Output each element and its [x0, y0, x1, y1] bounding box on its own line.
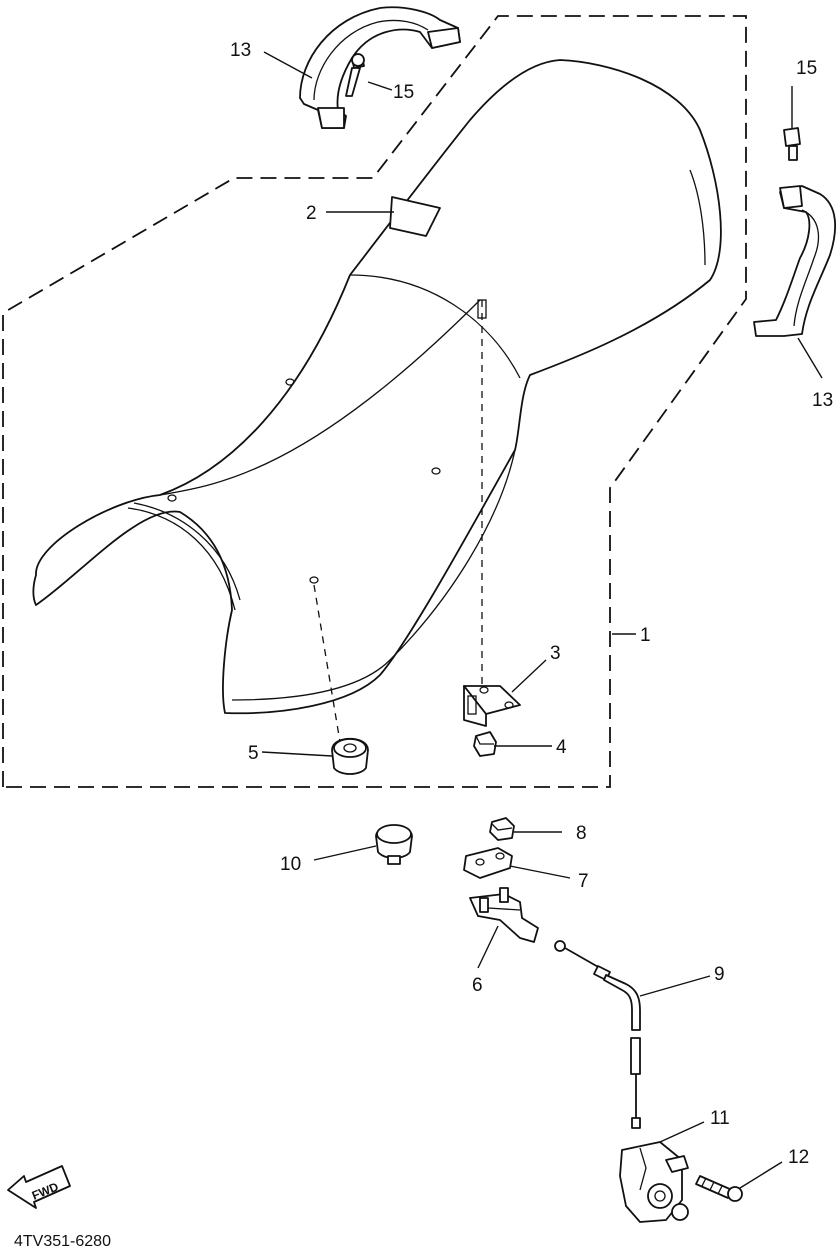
callout-7: 7 — [578, 871, 589, 892]
lock-hook-6 — [469, 887, 539, 943]
callout-12: 12 — [788, 1147, 809, 1168]
grab-handle-14 — [299, 6, 461, 129]
seat-bracket — [463, 685, 521, 727]
damper-10 — [375, 824, 413, 865]
bolt-12 — [695, 1175, 743, 1202]
nut-4 — [473, 731, 497, 757]
diagram-code: 4TV351-6280 — [14, 1233, 111, 1250]
callout-10: 10 — [280, 854, 301, 875]
mount-bolt-top — [477, 299, 487, 319]
callout-11: 11 — [710, 1108, 730, 1129]
callout-1: 1 — [640, 625, 651, 646]
forward-arrow-icon: FWD — [7, 1165, 71, 1209]
plate-7 — [463, 847, 513, 879]
grab-handle-13 — [753, 185, 836, 337]
bolt-15-right — [783, 127, 801, 161]
callout-labels: 13 15 15 2 13 1 3 4 5 8 10 7 6 9 11 12 — [230, 40, 833, 1168]
callout-15-right: 15 — [796, 58, 817, 79]
callout-3: 3 — [550, 643, 561, 664]
bolt-15-left — [345, 53, 365, 97]
callout-4: 4 — [556, 737, 567, 758]
mount-line-damper — [313, 584, 341, 743]
callout-8: 8 — [576, 823, 587, 844]
callout-9: 9 — [714, 964, 725, 985]
callout-15-left: 15 — [393, 82, 414, 103]
seat-tag — [389, 196, 441, 237]
callout-2: 2 — [306, 203, 317, 224]
callout-14: 13 — [230, 40, 251, 61]
seat-lock-cable-9 — [554, 940, 641, 1129]
callout-5: 5 — [248, 743, 259, 764]
nut-8 — [489, 817, 515, 841]
seat-body — [32, 59, 722, 715]
callout-6: 6 — [472, 975, 483, 996]
seat-lock-11 — [619, 1141, 689, 1223]
callout-13: 13 — [812, 390, 833, 411]
leader-lines — [261, 51, 823, 1189]
assembly-boundary — [2, 15, 747, 788]
damper-5 — [331, 737, 369, 775]
